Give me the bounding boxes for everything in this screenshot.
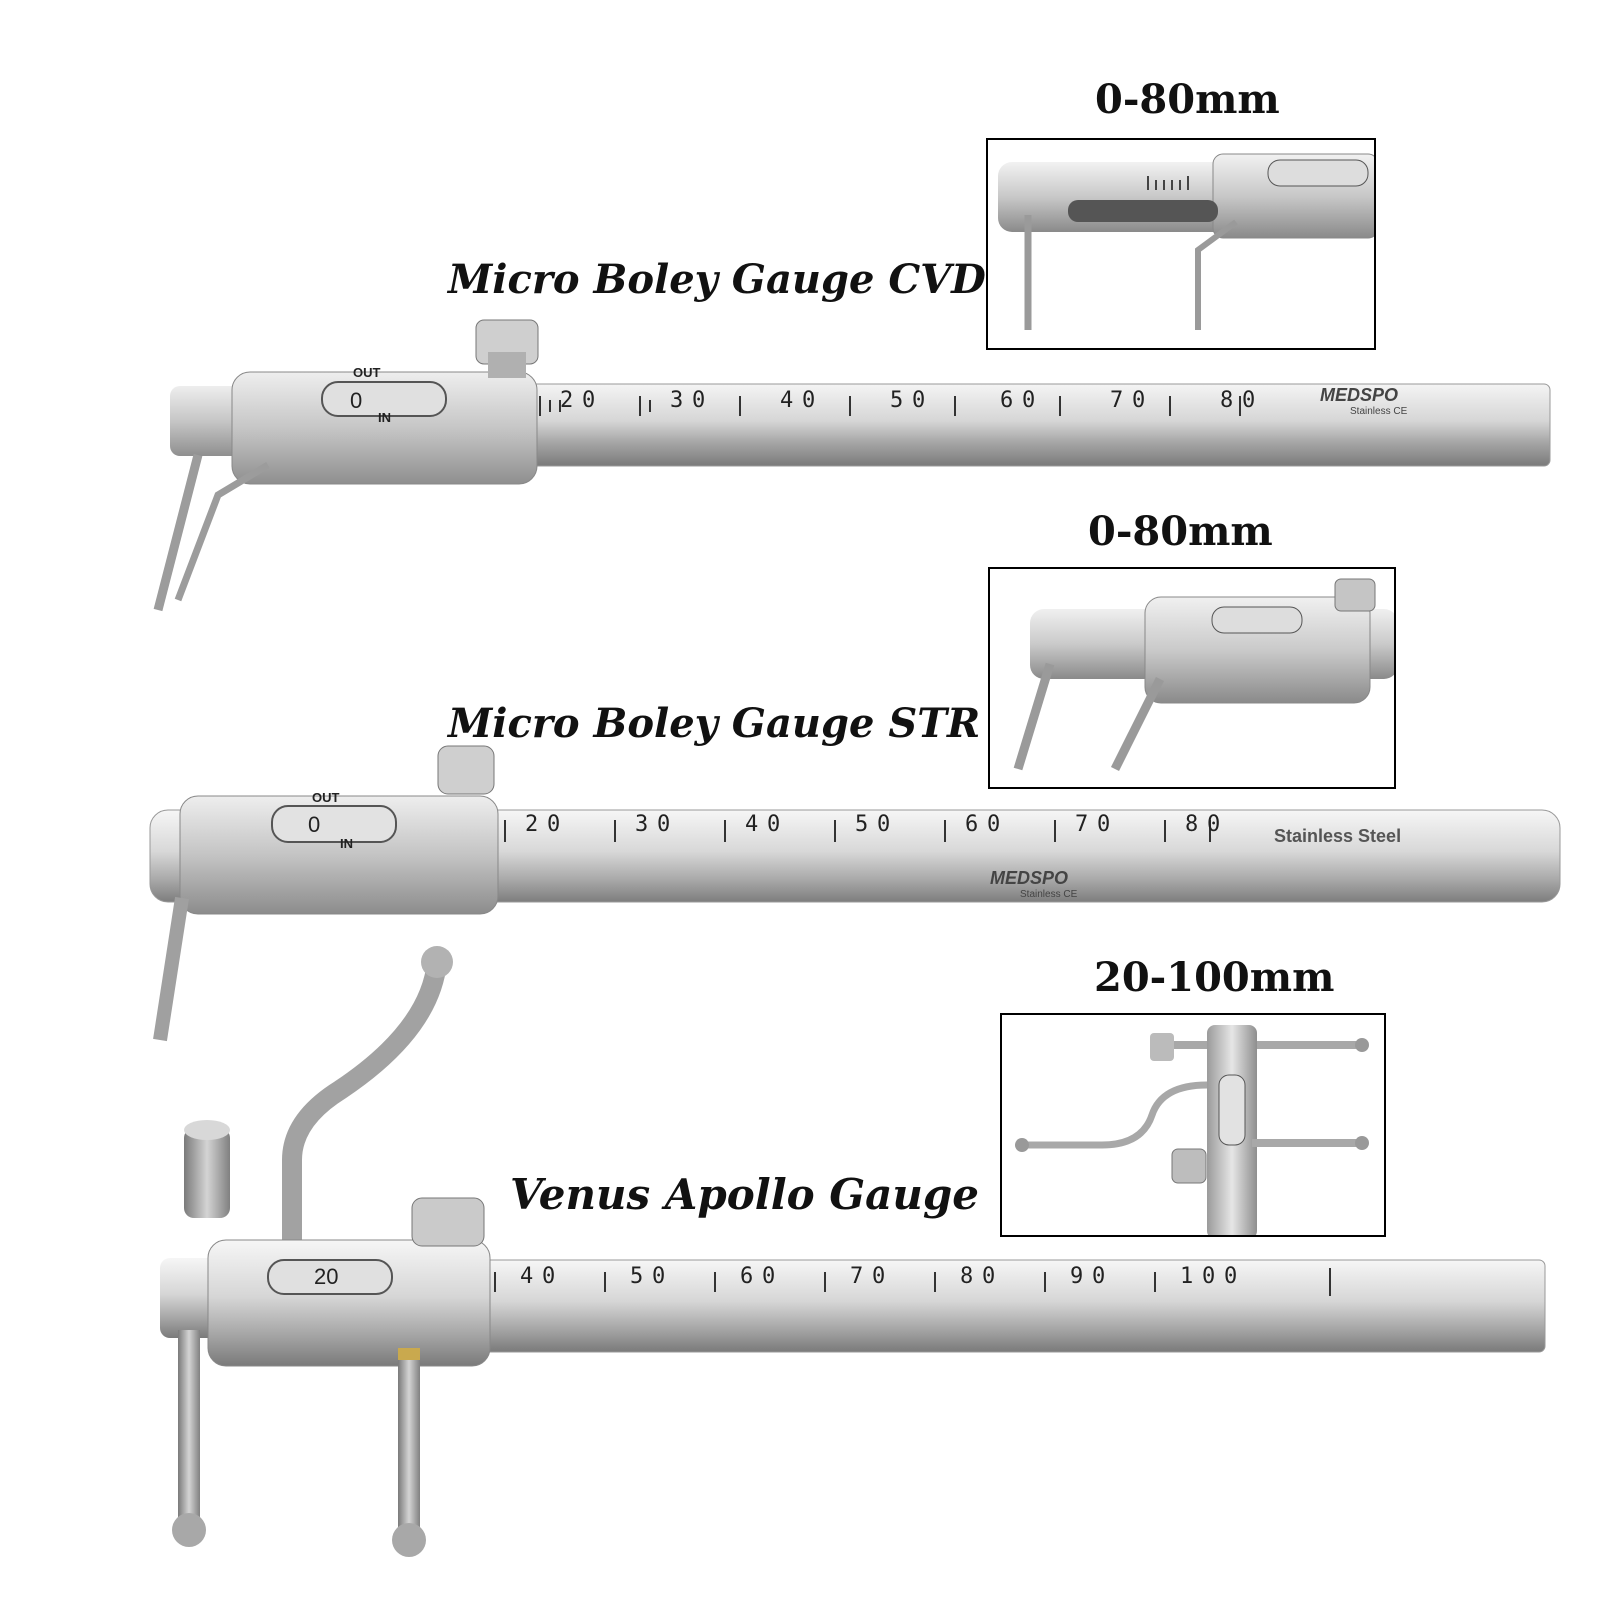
scale-number: 0: [987, 812, 1001, 837]
scale-number: 0: [547, 812, 561, 837]
scale-number: 0: [982, 1264, 996, 1289]
scale-number: 3: [635, 812, 649, 837]
scale-number: 0: [1242, 388, 1256, 413]
scale-number: 0: [1207, 812, 1221, 837]
scale-number: 0: [692, 388, 706, 413]
cvd-detail-image: [998, 153, 1374, 330]
scale-number: 7: [1075, 812, 1089, 837]
venus-range-label: 20-100mm: [1094, 954, 1335, 1001]
cvd-product-name: Micro Boley Gauge CVD: [448, 256, 986, 303]
str-detail-inset: [988, 567, 1396, 789]
str-window-in: IN: [340, 836, 353, 851]
scale-number: 0: [1097, 812, 1111, 837]
str-brand-logo: MEDSPO Stainless CE: [990, 868, 1077, 900]
scale-number: 8: [1220, 388, 1234, 413]
scale-number: 0: [1022, 388, 1036, 413]
str-detail-image: [1013, 578, 1394, 772]
scale-number: 0: [582, 388, 596, 413]
scale-number: 0: [1202, 1264, 1216, 1289]
str-product-name: Micro Boley Gauge STR: [448, 700, 981, 747]
scale-number: 8: [960, 1264, 974, 1289]
scale-number: 0: [872, 1264, 886, 1289]
brand-name: MEDSPO: [990, 868, 1069, 888]
scale-number: 0: [912, 388, 926, 413]
scale-number: 0: [657, 812, 671, 837]
str-window-value: 0: [308, 812, 321, 837]
scale-number: 0: [542, 1264, 556, 1289]
venus-product-name: Venus Apollo Gauge: [510, 1170, 980, 1219]
scale-number: 5: [890, 388, 904, 413]
scale-number: 5: [855, 812, 869, 837]
str-range-label: 0-80mm: [1088, 508, 1273, 555]
scale-number: 5: [630, 1264, 644, 1289]
cvd-brand-logo: MEDSPO Stainless CE: [1320, 385, 1407, 417]
scale-number: 6: [965, 812, 979, 837]
venus-detail-image: [1015, 1025, 1369, 1235]
scale-number: 4: [745, 812, 759, 837]
cvd-window-value: 0: [350, 388, 363, 413]
scale-number: 0: [877, 812, 891, 837]
str-engraving: Stainless Steel: [1274, 826, 1402, 846]
brand-sub: Stainless CE: [1020, 889, 1078, 900]
str-window-out: OUT: [312, 790, 340, 805]
cvd-window-in: IN: [378, 410, 391, 425]
venus-window-value: 20: [314, 1264, 339, 1289]
scale-number: 1: [1180, 1264, 1194, 1289]
scale-number: 0: [1224, 1264, 1238, 1289]
scale-number: 7: [1110, 388, 1124, 413]
cvd-detail-inset: [986, 138, 1376, 350]
scale-number: 2: [560, 388, 574, 413]
scale-number: 4: [520, 1264, 534, 1289]
scale-number: 8: [1185, 812, 1199, 837]
scale-number: 0: [802, 388, 816, 413]
scale-number: 3: [670, 388, 684, 413]
scale-number: 2: [525, 812, 539, 837]
scale-number: 6: [740, 1264, 754, 1289]
scale-number: 0: [1132, 388, 1146, 413]
scale-number: 9: [1070, 1264, 1084, 1289]
scale-number: 0: [1092, 1264, 1106, 1289]
scale-number: 0: [767, 812, 781, 837]
scale-number: 0: [652, 1264, 666, 1289]
cvd-range-label: 0-80mm: [1095, 76, 1280, 123]
scale-number: 6: [1000, 388, 1014, 413]
brand-name: MEDSPO: [1320, 385, 1399, 405]
scale-number: 4: [780, 388, 794, 413]
brand-sub: Stainless CE: [1350, 406, 1408, 417]
scale-number: 0: [762, 1264, 776, 1289]
scale-number: 7: [850, 1264, 864, 1289]
cvd-window-out: OUT: [353, 365, 381, 380]
venus-detail-inset: [1000, 1013, 1386, 1237]
